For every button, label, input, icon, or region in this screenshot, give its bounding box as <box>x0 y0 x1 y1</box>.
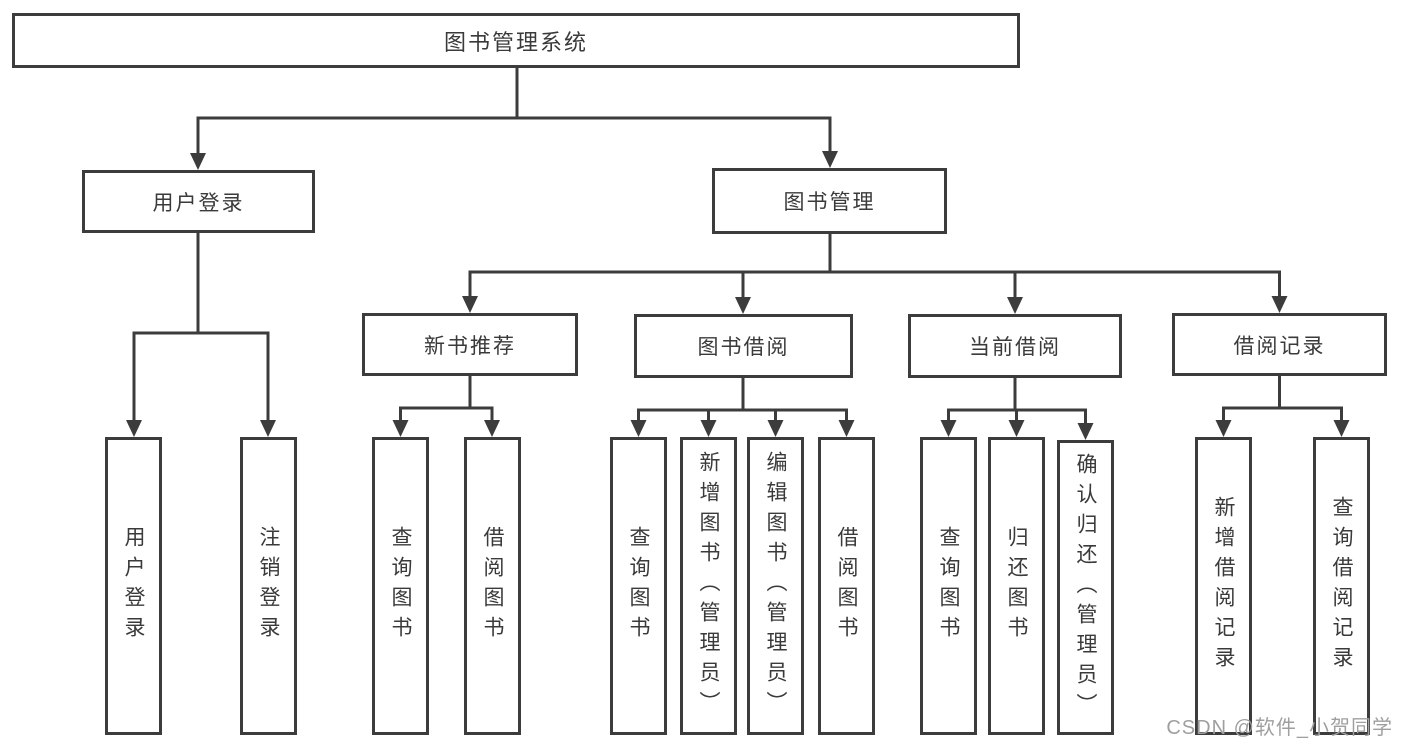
leaf-label: 新增借阅记录 <box>1212 496 1235 676</box>
arrow-head <box>1271 296 1288 313</box>
node-book-management-system: 图书管理系统 <box>12 13 1020 68</box>
node-borrow-records: 借阅记录 <box>1172 313 1387 376</box>
leaf-edit-books-admin: 编辑图书（管理员） <box>747 437 804 735</box>
leaf-label: 借阅图书 <box>835 526 858 646</box>
node-book-borrow: 图书借阅 <box>634 314 853 378</box>
leaf-query-books-current: 查询图书 <box>920 437 977 735</box>
arrow-head <box>392 420 409 437</box>
node-label: 图书管理系统 <box>443 29 588 55</box>
leaf-confirm-return-admin: 确认归还（管理员） <box>1057 440 1114 735</box>
node-label: 用户登录 <box>152 191 245 215</box>
connector-current-borrow-children <box>940 378 1094 440</box>
arrow-head <box>1215 420 1232 437</box>
connector-book-management-children <box>462 234 1288 314</box>
connector-user-login-children <box>126 233 276 437</box>
arrow-head <box>462 296 478 313</box>
leaf-label: 新增图书（管理员） <box>697 451 720 721</box>
arrow-head <box>838 420 855 437</box>
node-book-management: 图书管理 <box>712 168 947 234</box>
leaf-add-borrow-record: 新增借阅记录 <box>1195 437 1252 735</box>
leaf-label: 查询图书 <box>389 526 412 646</box>
arrow-head <box>700 420 717 437</box>
leaf-label: 确认归还（管理员） <box>1074 452 1097 723</box>
node-label: 借阅记录 <box>1233 334 1326 358</box>
leaf-query-borrow-record: 查询借阅记录 <box>1313 437 1370 735</box>
arrow-head <box>484 420 500 437</box>
arrow-head <box>1008 420 1025 437</box>
arrow-head <box>767 420 784 437</box>
node-label: 图书借阅 <box>697 336 790 359</box>
leaf-add-books-admin: 新增图书（管理员） <box>680 437 737 735</box>
leaf-label: 用户登录 <box>122 526 145 646</box>
leaf-label: 编辑图书（管理员） <box>764 451 787 721</box>
leaf-label: 归还图书 <box>1005 526 1028 646</box>
node-label: 图书管理 <box>783 191 876 214</box>
node-label: 新书推荐 <box>424 334 516 358</box>
csdn-watermark: CSDN @软件_小贺同学 <box>1166 717 1393 739</box>
arrow-head <box>735 297 751 314</box>
leaf-query-books-recommend: 查询图书 <box>372 437 429 735</box>
leaf-borrow-books-recommend: 借阅图书 <box>464 437 521 735</box>
arrow-head <box>1333 420 1350 437</box>
arrow-head <box>630 420 647 437</box>
leaf-label: 借阅图书 <box>481 526 504 646</box>
arrow-head <box>822 151 838 168</box>
arrow-head <box>1007 297 1023 314</box>
leaf-label: 查询借阅记录 <box>1330 496 1353 676</box>
leaf-borrow-books: 借阅图书 <box>818 437 875 735</box>
node-new-book-recommend: 新书推荐 <box>362 313 578 376</box>
leaf-label: 查询图书 <box>627 526 650 646</box>
connector-new-book-recommend-children <box>392 376 500 437</box>
node-user-login: 用户登录 <box>82 170 315 233</box>
arrow-head <box>1077 423 1094 440</box>
arrow-head <box>126 420 142 437</box>
node-current-borrow: 当前借阅 <box>908 314 1122 378</box>
node-label: 当前借阅 <box>969 336 1061 359</box>
arrow-head <box>940 420 957 437</box>
connector-book-borrow-children <box>630 378 855 437</box>
leaf-return-books: 归还图书 <box>988 437 1045 735</box>
leaf-label: 查询图书 <box>937 526 960 646</box>
leaf-user-login: 用户登录 <box>105 437 162 735</box>
arrow-head <box>260 420 276 437</box>
arrow-head <box>190 153 206 170</box>
connector-root-to-level2 <box>190 68 838 170</box>
leaf-query-books-borrow: 查询图书 <box>610 437 667 735</box>
leaf-label: 注销登录 <box>257 526 280 646</box>
leaf-logout: 注销登录 <box>240 437 297 735</box>
connector-borrow-records-children <box>1215 376 1350 437</box>
